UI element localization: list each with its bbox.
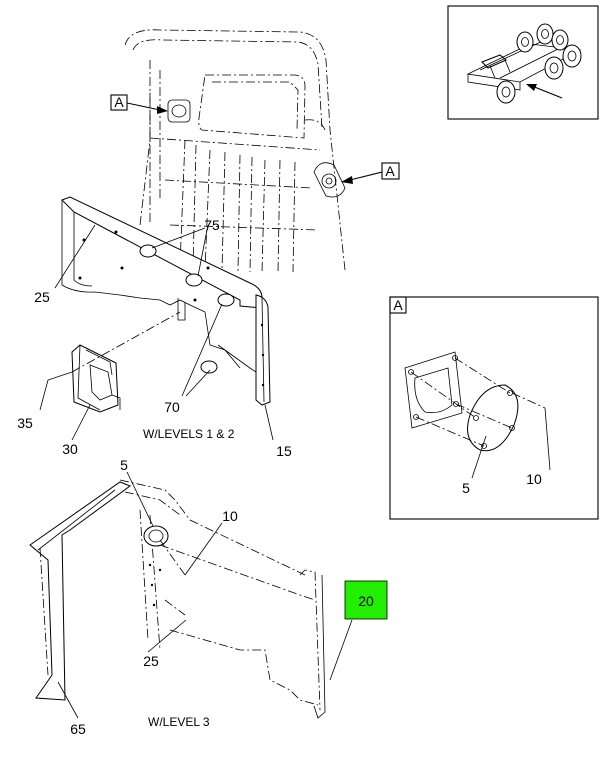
caption-level-3: W/LEVEL 3 <box>148 715 210 729</box>
callout-75: 75 <box>204 217 220 233</box>
trim-panel-25-upper <box>61 196 263 369</box>
rear-window <box>198 74 306 139</box>
locator-frame <box>447 5 599 120</box>
grommet-lower <box>143 525 169 547</box>
view-a-marker-left <box>110 94 128 111</box>
trim-panel-65 <box>29 481 132 701</box>
callout-20: 20 <box>358 593 374 609</box>
callout-30: 30 <box>62 441 78 457</box>
callout-25-lower: 25 <box>143 653 159 669</box>
leader-lines-lower <box>57 471 353 719</box>
wheel-icons <box>496 23 582 104</box>
plug-75-a <box>139 244 157 258</box>
detail-view-a-tag <box>389 296 407 314</box>
callout-35: 35 <box>17 415 33 431</box>
truck-locator-inset <box>447 5 599 120</box>
view-a-marker-right-label: A <box>385 163 395 179</box>
callout-25-upper: 25 <box>34 289 50 305</box>
chassis-icon <box>466 23 582 104</box>
callout-15: 15 <box>276 443 292 459</box>
callout-5-lower: 5 <box>120 457 128 473</box>
side-panel-15 <box>200 293 271 406</box>
detail-view-a-frame <box>389 296 599 520</box>
locator-arrow <box>526 84 563 99</box>
detail-view-a: A 5 10 <box>389 296 599 520</box>
mounting-plate <box>404 351 463 429</box>
cover-disc <box>467 384 519 452</box>
callout-20-box[interactable] <box>344 580 388 620</box>
detail-callout-5: 5 <box>462 480 470 496</box>
callout-65: 65 <box>70 721 86 737</box>
callout-20-highlight[interactable]: 20 <box>344 580 388 620</box>
plug-70-a <box>217 293 235 307</box>
plug-75-b <box>185 273 203 287</box>
grommet-opening-left <box>167 99 191 123</box>
cab-location-mark <box>481 54 508 69</box>
storage-tray-30 <box>71 344 121 413</box>
view-a-marker-left-group: A <box>110 94 168 114</box>
caption-levels-1-2: W/LEVELS 1 & 2 <box>143 427 235 441</box>
cab-back-wall-lower <box>119 479 326 719</box>
view-a-marker-left-label: A <box>114 94 124 110</box>
detail-view-a-tag-label: A <box>393 297 403 313</box>
view-a-marker-right <box>381 162 400 180</box>
callout-10-lower: 10 <box>222 508 238 524</box>
plug-70-b <box>200 360 218 374</box>
leader-lines-upper <box>39 224 274 441</box>
grommet-opening-right <box>313 162 346 198</box>
callout-70: 70 <box>164 399 180 415</box>
cab-back-wall-upper <box>124 29 346 273</box>
view-a-marker-right-group: A <box>341 162 400 184</box>
detail-callout-10: 10 <box>526 471 542 487</box>
